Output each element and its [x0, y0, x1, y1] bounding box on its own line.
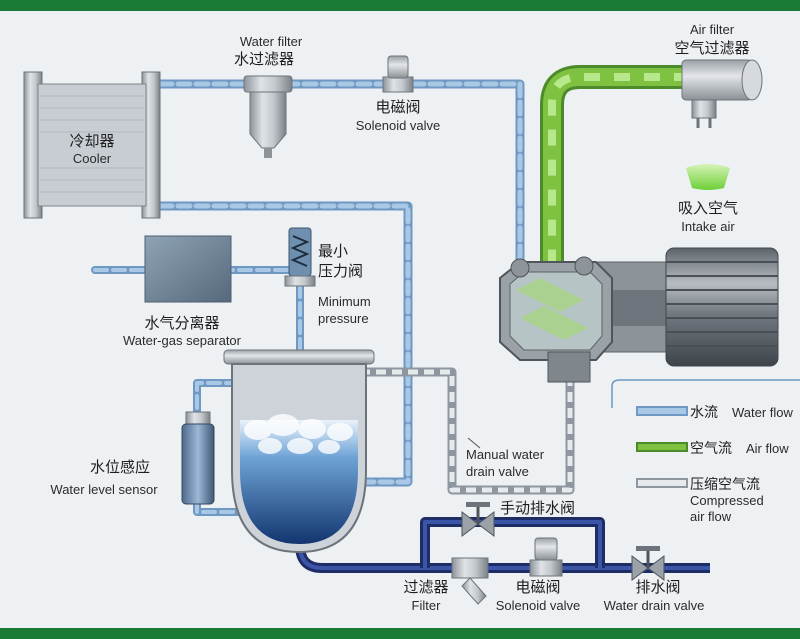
manual-drain-valve: 手动排水阀 [461, 499, 575, 537]
legend-compressed-en1: Compressed [690, 493, 764, 508]
bottom-frame-bar [0, 628, 800, 639]
manual-valve-label-zh: 手动排水阀 [500, 499, 575, 517]
drain-valve-label-en: Water drain valve [604, 598, 705, 613]
air-filter-unit: Air filter 空气过滤器 [674, 22, 763, 128]
intake-air-indicator: 吸入空气 Intake air [678, 164, 738, 234]
cooler-label-en: Cooler [73, 151, 112, 166]
legend-water-zh: 水流 [690, 405, 718, 421]
water-filter-label-en: Water filter [240, 34, 303, 49]
air-filter-label-en: Air filter [690, 22, 735, 37]
filter-bottom-label-zh: 过滤器 [403, 578, 448, 596]
water-level-sensor: 水位感应 Water level sensor [50, 411, 215, 505]
water-tank [223, 349, 375, 554]
air-filter-label-zh: 空气过滤器 [674, 39, 749, 57]
water-gas-separator: 水气分离器 Water-gas separator [123, 235, 242, 348]
drain-valve-label-zh: 排水阀 [635, 578, 680, 596]
manual-drain-label-en2: drain valve [466, 464, 529, 479]
filter-bottom: 过滤器 Filter [403, 557, 489, 613]
manual-drain-label-en1: Manual water [466, 447, 545, 462]
legend-water-flow: 水流 Water flow [636, 405, 794, 421]
intake-label-en: Intake air [681, 219, 735, 234]
manual-drain-valve-label: Manual water drain valve [466, 437, 545, 479]
solenoid-valve-top: 电磁阀 Solenoid valve [356, 55, 441, 133]
min-pressure-label-zh1: 最小 [318, 242, 348, 260]
level-sensor-label-zh: 水位感应 [90, 458, 150, 476]
solenoid-top-label-en: Solenoid valve [356, 118, 441, 133]
intake-label-zh: 吸入空气 [678, 199, 738, 217]
compressor-motor-assembly [499, 247, 779, 383]
top-frame-bar [0, 0, 800, 11]
min-pressure-label-en1: Minimum [318, 294, 371, 309]
solenoid-top-label-zh: 电磁阀 [375, 98, 420, 116]
legend-compressed-air-flow: 压缩空气流 Compressed air flow [636, 477, 764, 524]
cooler-unit: 冷却器 Cooler [23, 71, 161, 219]
flow-legend: 水流 Water flow 空气流 Air flow 压缩空气流 Compres… [611, 379, 800, 524]
minimum-pressure-valve: 最小 压力阀 Minimum pressure [284, 227, 371, 326]
legend-compressed-zh: 压缩空气流 [690, 477, 760, 493]
legend-air-flow: 空气流 Air flow [636, 441, 789, 457]
solenoid-bottom-label-en: Solenoid valve [496, 598, 581, 613]
legend-air-zh: 空气流 [690, 441, 732, 457]
water-filter-label-zh: 水过滤器 [234, 50, 294, 68]
filter-bottom-label-en: Filter [412, 598, 442, 613]
legend-water-en: Water flow [732, 405, 794, 420]
legend-compressed-en2: air flow [690, 509, 732, 524]
cooler-label-zh: 冷却器 [69, 132, 114, 150]
min-pressure-label-en2: pressure [318, 311, 369, 326]
legend-air-en: Air flow [746, 441, 789, 456]
separator-label-zh: 水气分离器 [144, 314, 219, 332]
separator-label-en: Water-gas separator [123, 333, 242, 348]
compressed-air-pipes [360, 367, 575, 495]
level-sensor-label-en: Water level sensor [50, 482, 158, 497]
water-drain-valve: 排水阀 Water drain valve [604, 546, 705, 613]
solenoid-valve-bottom: 电磁阀 Solenoid valve [496, 537, 581, 613]
water-filter-top: Water filter 水过滤器 [234, 34, 303, 158]
solenoid-bottom-label-zh: 电磁阀 [515, 578, 560, 596]
air-flow-pipe [540, 65, 690, 262]
min-pressure-label-zh2: 压力阀 [318, 262, 363, 280]
